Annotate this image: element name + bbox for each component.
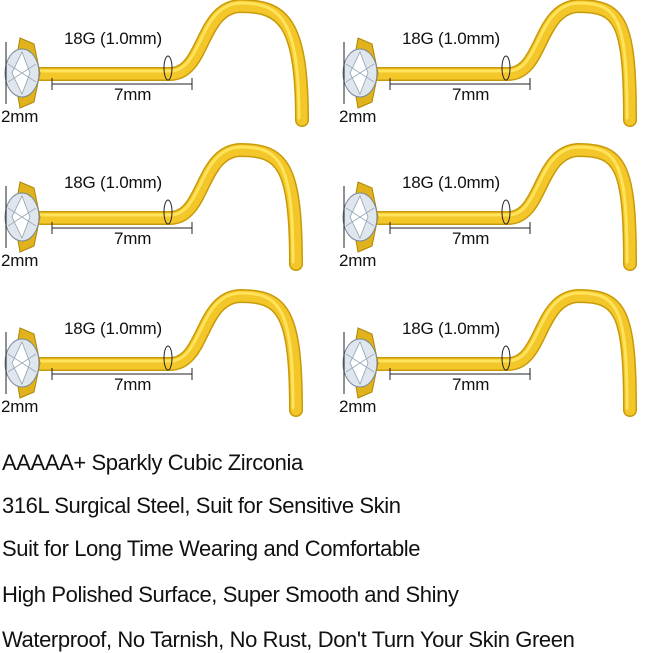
gauge-label: 18G (1.0mm) xyxy=(64,319,162,338)
nose-stud-diagram: 18G (1.0mm) 7mm 2mm xyxy=(338,288,645,433)
length-label: 7mm xyxy=(452,375,490,394)
dimension-lines xyxy=(5,42,193,104)
length-label: 7mm xyxy=(452,229,490,248)
gauge-label: 18G (1.0mm) xyxy=(402,173,500,192)
nose-stud-illustration xyxy=(4,0,309,127)
screw-post xyxy=(371,0,637,127)
feature-item: High Polished Surface, Super Smooth and … xyxy=(2,582,459,607)
length-label: 7mm xyxy=(114,229,152,248)
diameter-label: 2mm xyxy=(339,397,377,416)
nose-stud-illustration xyxy=(4,142,303,271)
diameter-label: 2mm xyxy=(1,251,39,270)
screw-post xyxy=(33,288,303,417)
screw-post xyxy=(33,0,309,127)
feature-item: 316L Surgical Steel, Suit for Sensitive … xyxy=(2,493,401,518)
nose-stud-diagram: 18G (1.0mm) 7mm 2mm xyxy=(0,142,322,287)
feature-item: AAAAA+ Sparkly Cubic Zirconia xyxy=(2,450,303,475)
nose-stud-diagram: 18G (1.0mm) 7mm 2mm xyxy=(338,0,645,143)
nose-stud-diagram: 18G (1.0mm) 7mm 2mm xyxy=(338,142,645,287)
cz-stone xyxy=(4,37,41,109)
screw-post xyxy=(371,288,637,417)
dimension-lines xyxy=(343,186,531,248)
cz-stone xyxy=(4,327,41,399)
gauge-label: 18G (1.0mm) xyxy=(402,319,500,338)
nose-stud-illustration xyxy=(4,288,303,417)
gauge-label: 18G (1.0mm) xyxy=(402,29,500,48)
diameter-label: 2mm xyxy=(339,251,377,270)
length-label: 7mm xyxy=(114,375,152,394)
nose-stud-illustration xyxy=(342,142,637,271)
length-label: 7mm xyxy=(452,85,490,104)
feature-item: Waterproof, No Tarnish, No Rust, Don't T… xyxy=(2,627,575,652)
dimension-lines xyxy=(343,332,531,394)
cz-stone xyxy=(342,181,379,253)
gauge-label: 18G (1.0mm) xyxy=(64,29,162,48)
screw-post xyxy=(33,142,303,271)
diameter-label: 2mm xyxy=(1,397,39,416)
diameter-label: 2mm xyxy=(339,107,377,126)
diameter-label: 2mm xyxy=(1,107,39,126)
nose-stud-illustration xyxy=(342,0,637,127)
dimension-lines xyxy=(343,42,531,104)
feature-item: Suit for Long Time Wearing and Comfortab… xyxy=(2,536,421,561)
length-label: 7mm xyxy=(114,85,152,104)
screw-post xyxy=(371,142,637,271)
cz-stone xyxy=(4,181,41,253)
dimension-lines xyxy=(5,332,193,394)
product-grid: 18G (1.0mm) 7mm 2mm xyxy=(0,0,645,433)
cz-stone xyxy=(342,37,379,109)
nose-stud-illustration xyxy=(342,288,637,417)
nose-stud-diagram: 18G (1.0mm) 7mm 2mm xyxy=(0,288,322,433)
gauge-label: 18G (1.0mm) xyxy=(64,173,162,192)
cz-stone xyxy=(342,327,379,399)
dimension-lines xyxy=(5,186,193,248)
nose-stud-diagram: 18G (1.0mm) 7mm 2mm xyxy=(0,0,322,143)
